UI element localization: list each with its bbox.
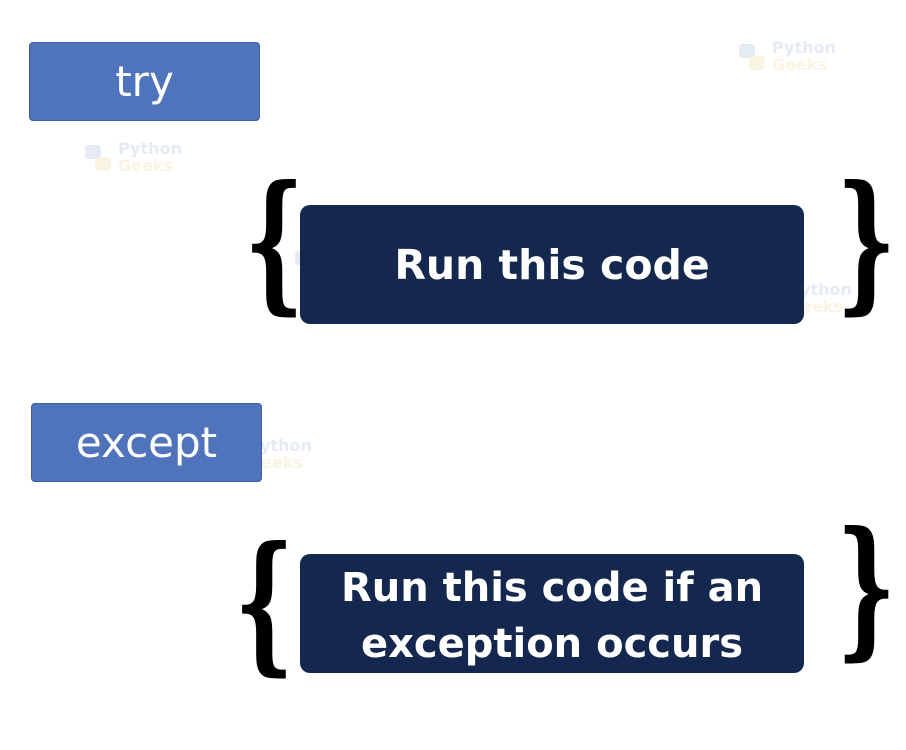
try-code-box: Run this code: [300, 205, 804, 324]
python-logo-icon: [739, 43, 765, 70]
open-brace-try: {: [244, 153, 305, 329]
python-logo-icon: [85, 144, 111, 171]
try-keyword-box: try: [29, 42, 260, 121]
watermark-text-geeks: Geeks: [118, 155, 173, 175]
except-code-box: Run this code if an exception occurs: [300, 554, 804, 673]
watermark-python-geeks: Python Geeks: [82, 139, 182, 175]
open-brace-except: {: [234, 514, 295, 690]
watermark-text-python: Python: [772, 38, 836, 57]
watermark-python-geeks: Python Geeks: [736, 38, 836, 74]
watermark-text-python: Python: [118, 139, 182, 158]
except-code-line-1: Run this code if an: [340, 565, 764, 612]
except-code-text: Run this code if an exception occurs: [341, 561, 763, 671]
try-code-label: Run this code: [394, 240, 710, 289]
except-keyword-box: except: [31, 403, 262, 482]
close-brace-except: }: [836, 499, 897, 675]
except-code-line-2: exception occurs: [360, 620, 743, 667]
except-keyword-label: except: [75, 418, 218, 467]
close-brace-try: }: [836, 153, 897, 329]
watermark-text-geeks: Geeks: [772, 54, 827, 74]
try-keyword-label: try: [115, 57, 174, 106]
